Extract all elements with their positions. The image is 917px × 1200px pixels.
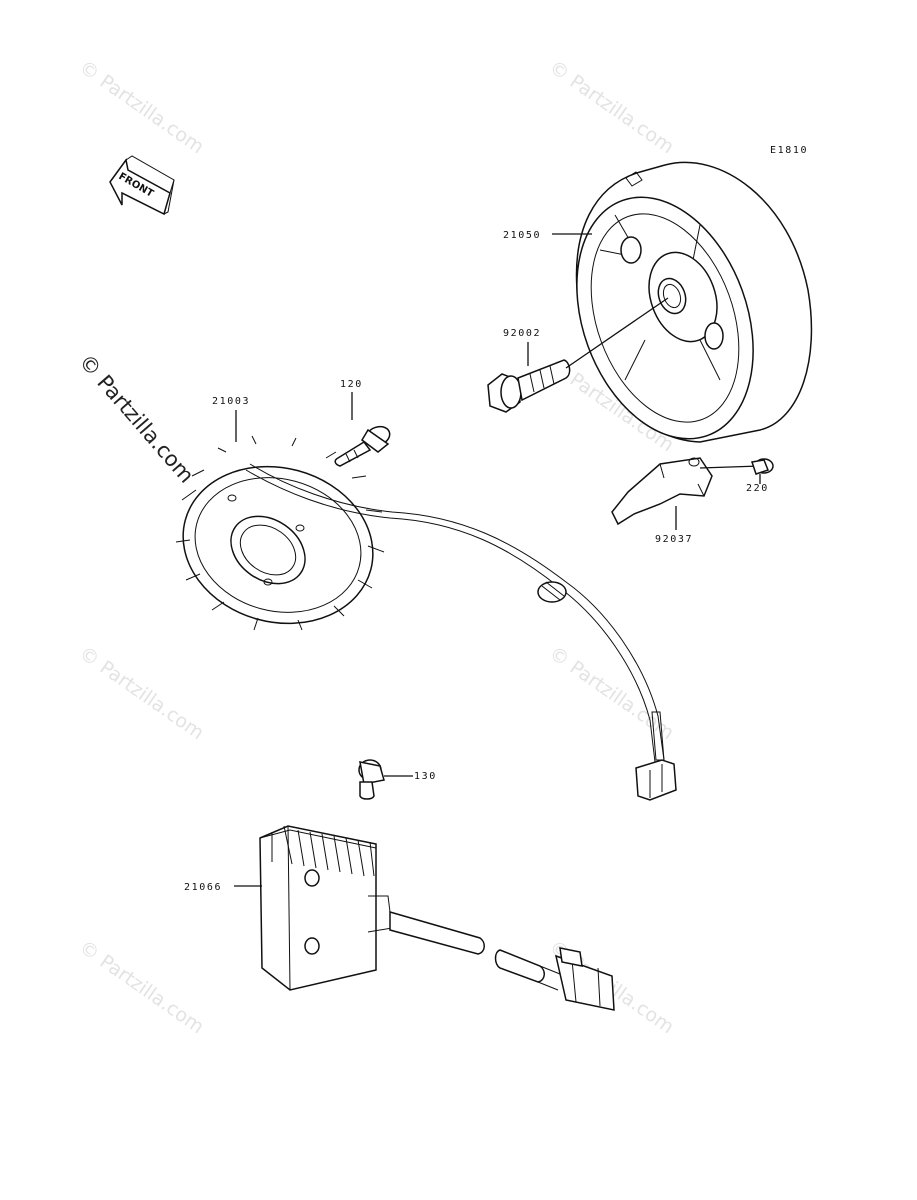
stator-bolt-part-number: 120 bbox=[340, 379, 363, 390]
stator-wire bbox=[249, 463, 665, 761]
bracket-screw bbox=[751, 458, 774, 475]
watermark-text: © Partzilla.com bbox=[545, 642, 678, 744]
regulator-connector bbox=[537, 947, 615, 1011]
flywheel-bolt-part-number: 92002 bbox=[503, 328, 541, 339]
regulator-rectifier bbox=[259, 825, 393, 991]
flywheel-bolt-axis bbox=[565, 297, 669, 369]
diagram-code: E1810 bbox=[770, 145, 808, 156]
flywheel-part-number: 21050 bbox=[503, 230, 541, 241]
wire-clamp bbox=[537, 581, 567, 603]
flywheel-rotor bbox=[575, 161, 813, 443]
regulator-cable bbox=[494, 949, 545, 983]
regulator-bolt bbox=[358, 759, 385, 800]
watermark-text: © Partzilla.com bbox=[75, 56, 208, 158]
watermark-bold: © Partzilla.com bbox=[74, 350, 198, 488]
flywheel-bolt bbox=[487, 359, 571, 413]
front-arrow-icon: FRONT bbox=[109, 155, 175, 216]
wire-bracket bbox=[611, 457, 713, 526]
stator-connector bbox=[635, 711, 677, 801]
watermark-text: © Partzilla.com bbox=[75, 936, 208, 1038]
bracket-part-number: 92037 bbox=[655, 534, 693, 545]
stator-bolt bbox=[334, 425, 391, 467]
regulator-bolt-part-number: 130 bbox=[414, 771, 437, 782]
regulator-part-number: 21066 bbox=[184, 882, 222, 893]
watermark-text: © Partzilla.com bbox=[75, 642, 208, 744]
regulator-cable bbox=[389, 911, 485, 955]
bracket-screw-part-number: 220 bbox=[746, 483, 769, 494]
bracket-screw-axis bbox=[699, 465, 761, 469]
stator bbox=[175, 435, 385, 631]
stator-part-number: 21003 bbox=[212, 396, 250, 407]
stator-wire bbox=[245, 469, 656, 763]
watermark-text: © Partzilla.com bbox=[545, 56, 678, 158]
